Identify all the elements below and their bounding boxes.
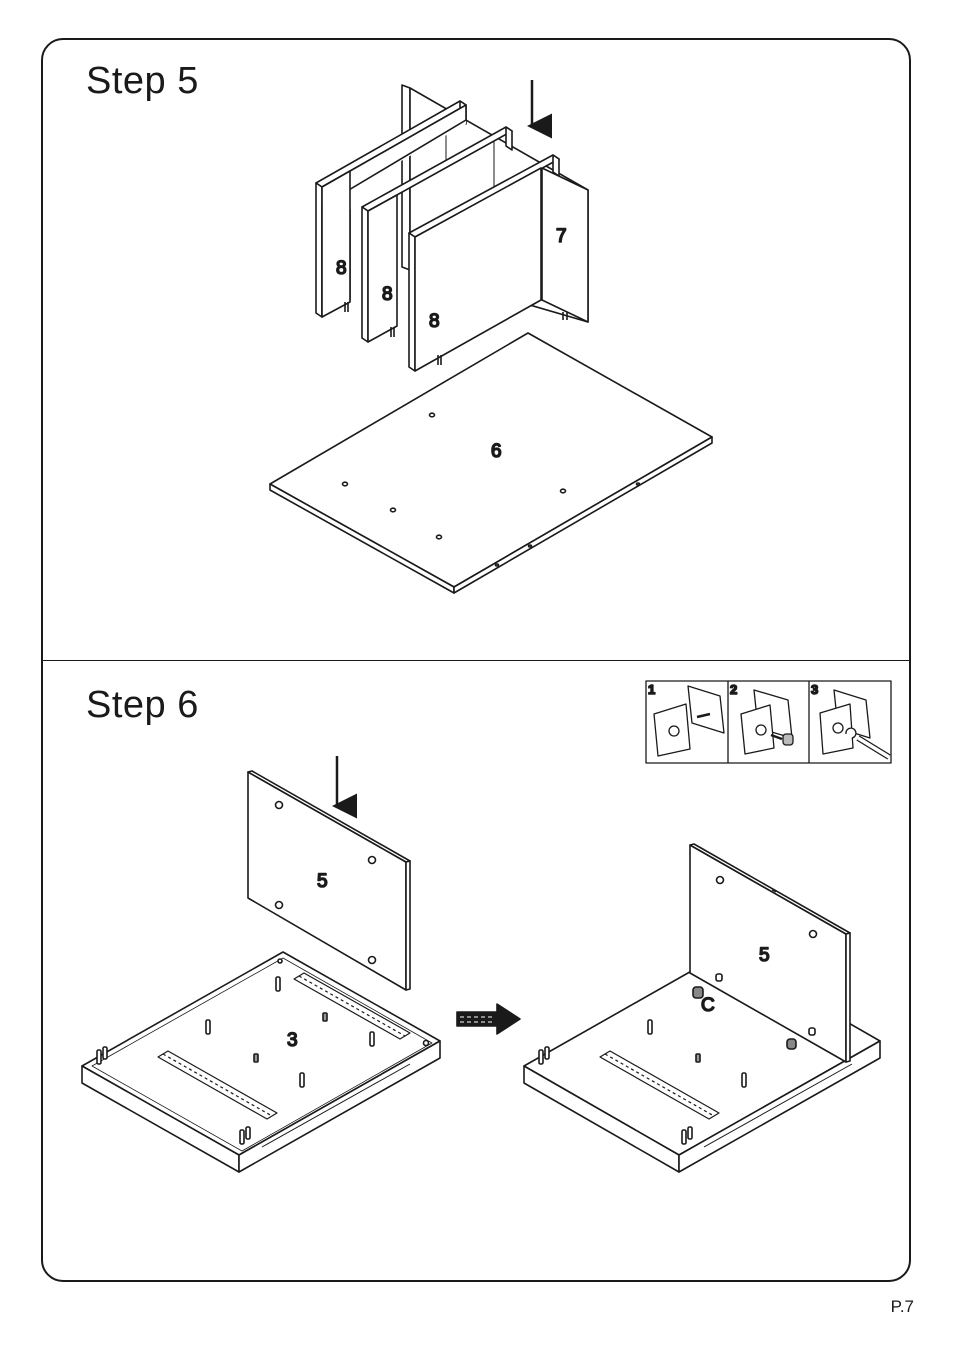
step-5-illustration: 7 8 8: [270, 80, 712, 593]
page-number: P.7: [891, 1297, 914, 1317]
step-6-illustration: 1 2 3 5: [82, 681, 891, 1172]
part-label-7: 7: [556, 226, 567, 247]
part-label-C: C: [701, 995, 715, 1016]
part-label-6: 6: [491, 441, 502, 462]
base-panel-3-before: [82, 952, 440, 1172]
bottom-panel-6: [270, 333, 712, 593]
transition-arrow-icon: [457, 1004, 520, 1034]
part-label-8b: 8: [382, 284, 393, 305]
inset-label-2: 2: [730, 682, 737, 697]
part-label-8a: 8: [336, 258, 347, 279]
part-label-8c: 8: [429, 311, 440, 332]
part-label-5-before: 5: [317, 871, 328, 892]
inset-label-1: 1: [648, 682, 655, 697]
inset-label-3: 3: [811, 682, 818, 697]
cam-lock-inset: [646, 681, 891, 763]
part-label-5-after: 5: [759, 945, 770, 966]
part-label-3: 3: [287, 1030, 298, 1051]
